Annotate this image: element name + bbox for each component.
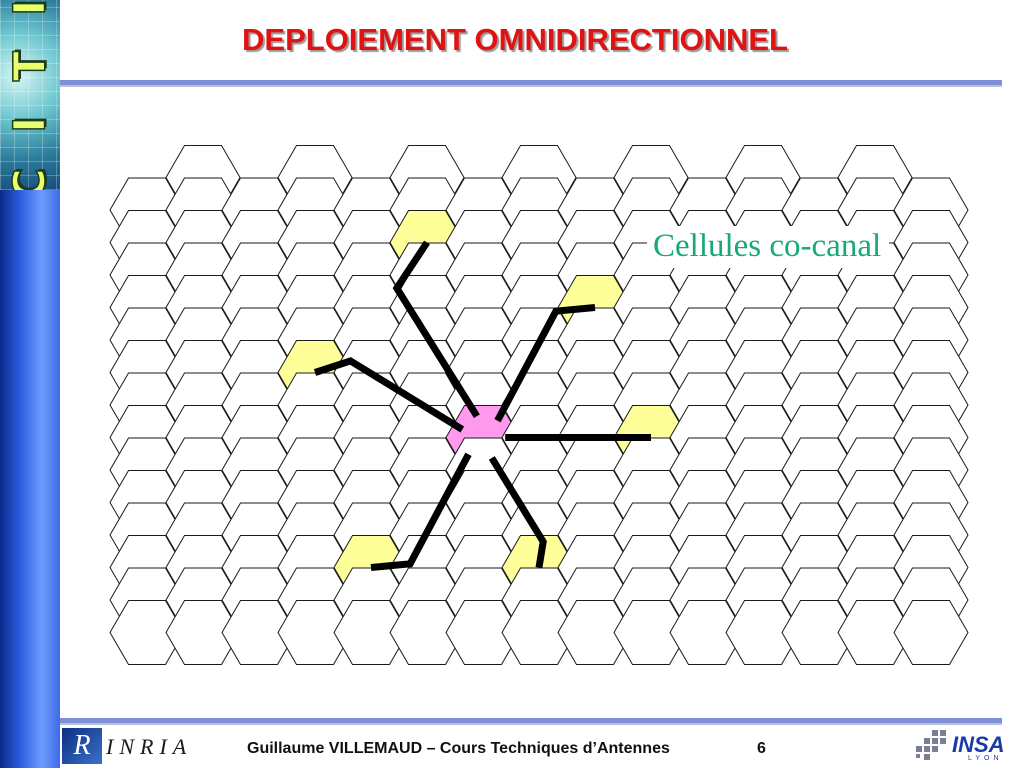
insa-logo-text: INSA xyxy=(952,732,1005,757)
footer-author: Guillaume VILLEMAUD – Cours Techniques d… xyxy=(247,740,670,757)
hex-cell xyxy=(445,600,521,665)
co-channel-link xyxy=(392,240,480,419)
hex-cell xyxy=(781,600,857,665)
hex-cell xyxy=(109,600,185,665)
hex-cell xyxy=(893,600,969,665)
top-divider xyxy=(60,80,1002,87)
citi-logo: C I T I xyxy=(0,0,60,190)
inria-logo: R INRIA xyxy=(62,728,202,764)
citi-logo-grid xyxy=(0,0,60,190)
inria-logo-mark: R xyxy=(62,728,102,764)
insa-logo-dots xyxy=(916,730,946,760)
co-channel-link xyxy=(370,452,472,571)
hex-cell xyxy=(277,600,353,665)
co-channel-label: Cellules co-canal xyxy=(647,226,890,268)
hex-cell xyxy=(669,600,745,665)
inria-logo-text: INRIA xyxy=(106,734,193,759)
page-number: 6 xyxy=(757,740,766,757)
hex-cell xyxy=(165,600,241,665)
insa-logo: INSA LYON xyxy=(912,726,1012,766)
slide-title: DEPLOIEMENT OMNIDIRECTIONNEL xyxy=(242,22,788,57)
bottom-divider xyxy=(60,718,1002,725)
hex-cell xyxy=(221,600,297,665)
hex-cell xyxy=(389,600,465,665)
hex-cell xyxy=(613,600,689,665)
co-channel-link xyxy=(488,456,547,569)
co-channel-link xyxy=(494,304,596,423)
hex-cell-layer xyxy=(109,145,969,665)
co-channel-link-layer xyxy=(313,240,651,571)
hex-cell xyxy=(557,600,633,665)
insa-logo-subtext: LYON xyxy=(968,755,1003,762)
hex-cell xyxy=(501,600,577,665)
left-sidebar-band: C I T I xyxy=(0,0,60,768)
co-channel-link xyxy=(313,357,465,433)
hex-cell xyxy=(333,600,409,665)
hex-cell xyxy=(725,600,801,665)
hex-cell xyxy=(837,600,913,665)
